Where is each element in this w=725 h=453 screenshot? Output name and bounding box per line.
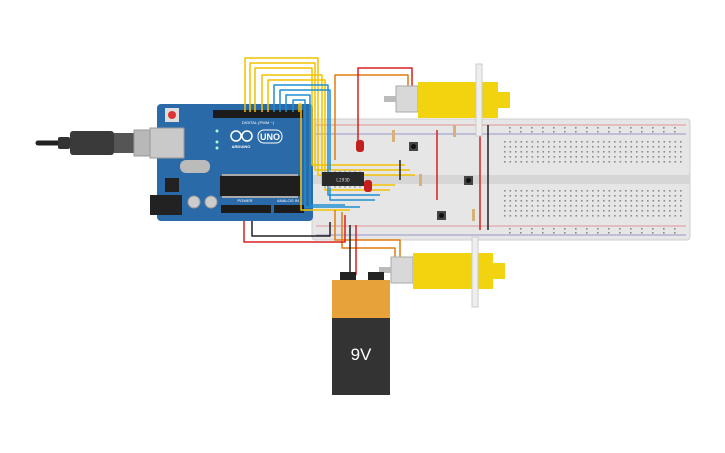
driver-chip: L293D [322, 170, 364, 188]
battery-label: 9V [351, 345, 372, 364]
board-model-label: UNO [260, 132, 280, 142]
wires [243, 57, 489, 275]
power-header-label: POWER [237, 198, 252, 203]
led-bottom [364, 180, 372, 192]
board-brand-label: ARDUINO [232, 144, 251, 149]
analog-header-label: ANALOG IN [277, 198, 299, 203]
breadboard [311, 118, 691, 241]
dc-motor-top [384, 63, 510, 137]
digital-header-label: DIGITAL (PWM ~) [242, 120, 275, 125]
breadboard-holes [504, 127, 682, 234]
usb-cable [35, 129, 163, 157]
driver-chip-label: L293D [336, 178, 350, 184]
dc-motor-bottom [379, 236, 505, 308]
battery-9v: 9V [332, 272, 390, 395]
push-buttons [409, 142, 473, 220]
arduino-board: UNO ARDUINO DIGITAL (PWM ~) POWER ANALOG… [149, 104, 313, 221]
resistors [392, 125, 475, 221]
led-top [356, 140, 364, 152]
components [356, 125, 475, 221]
